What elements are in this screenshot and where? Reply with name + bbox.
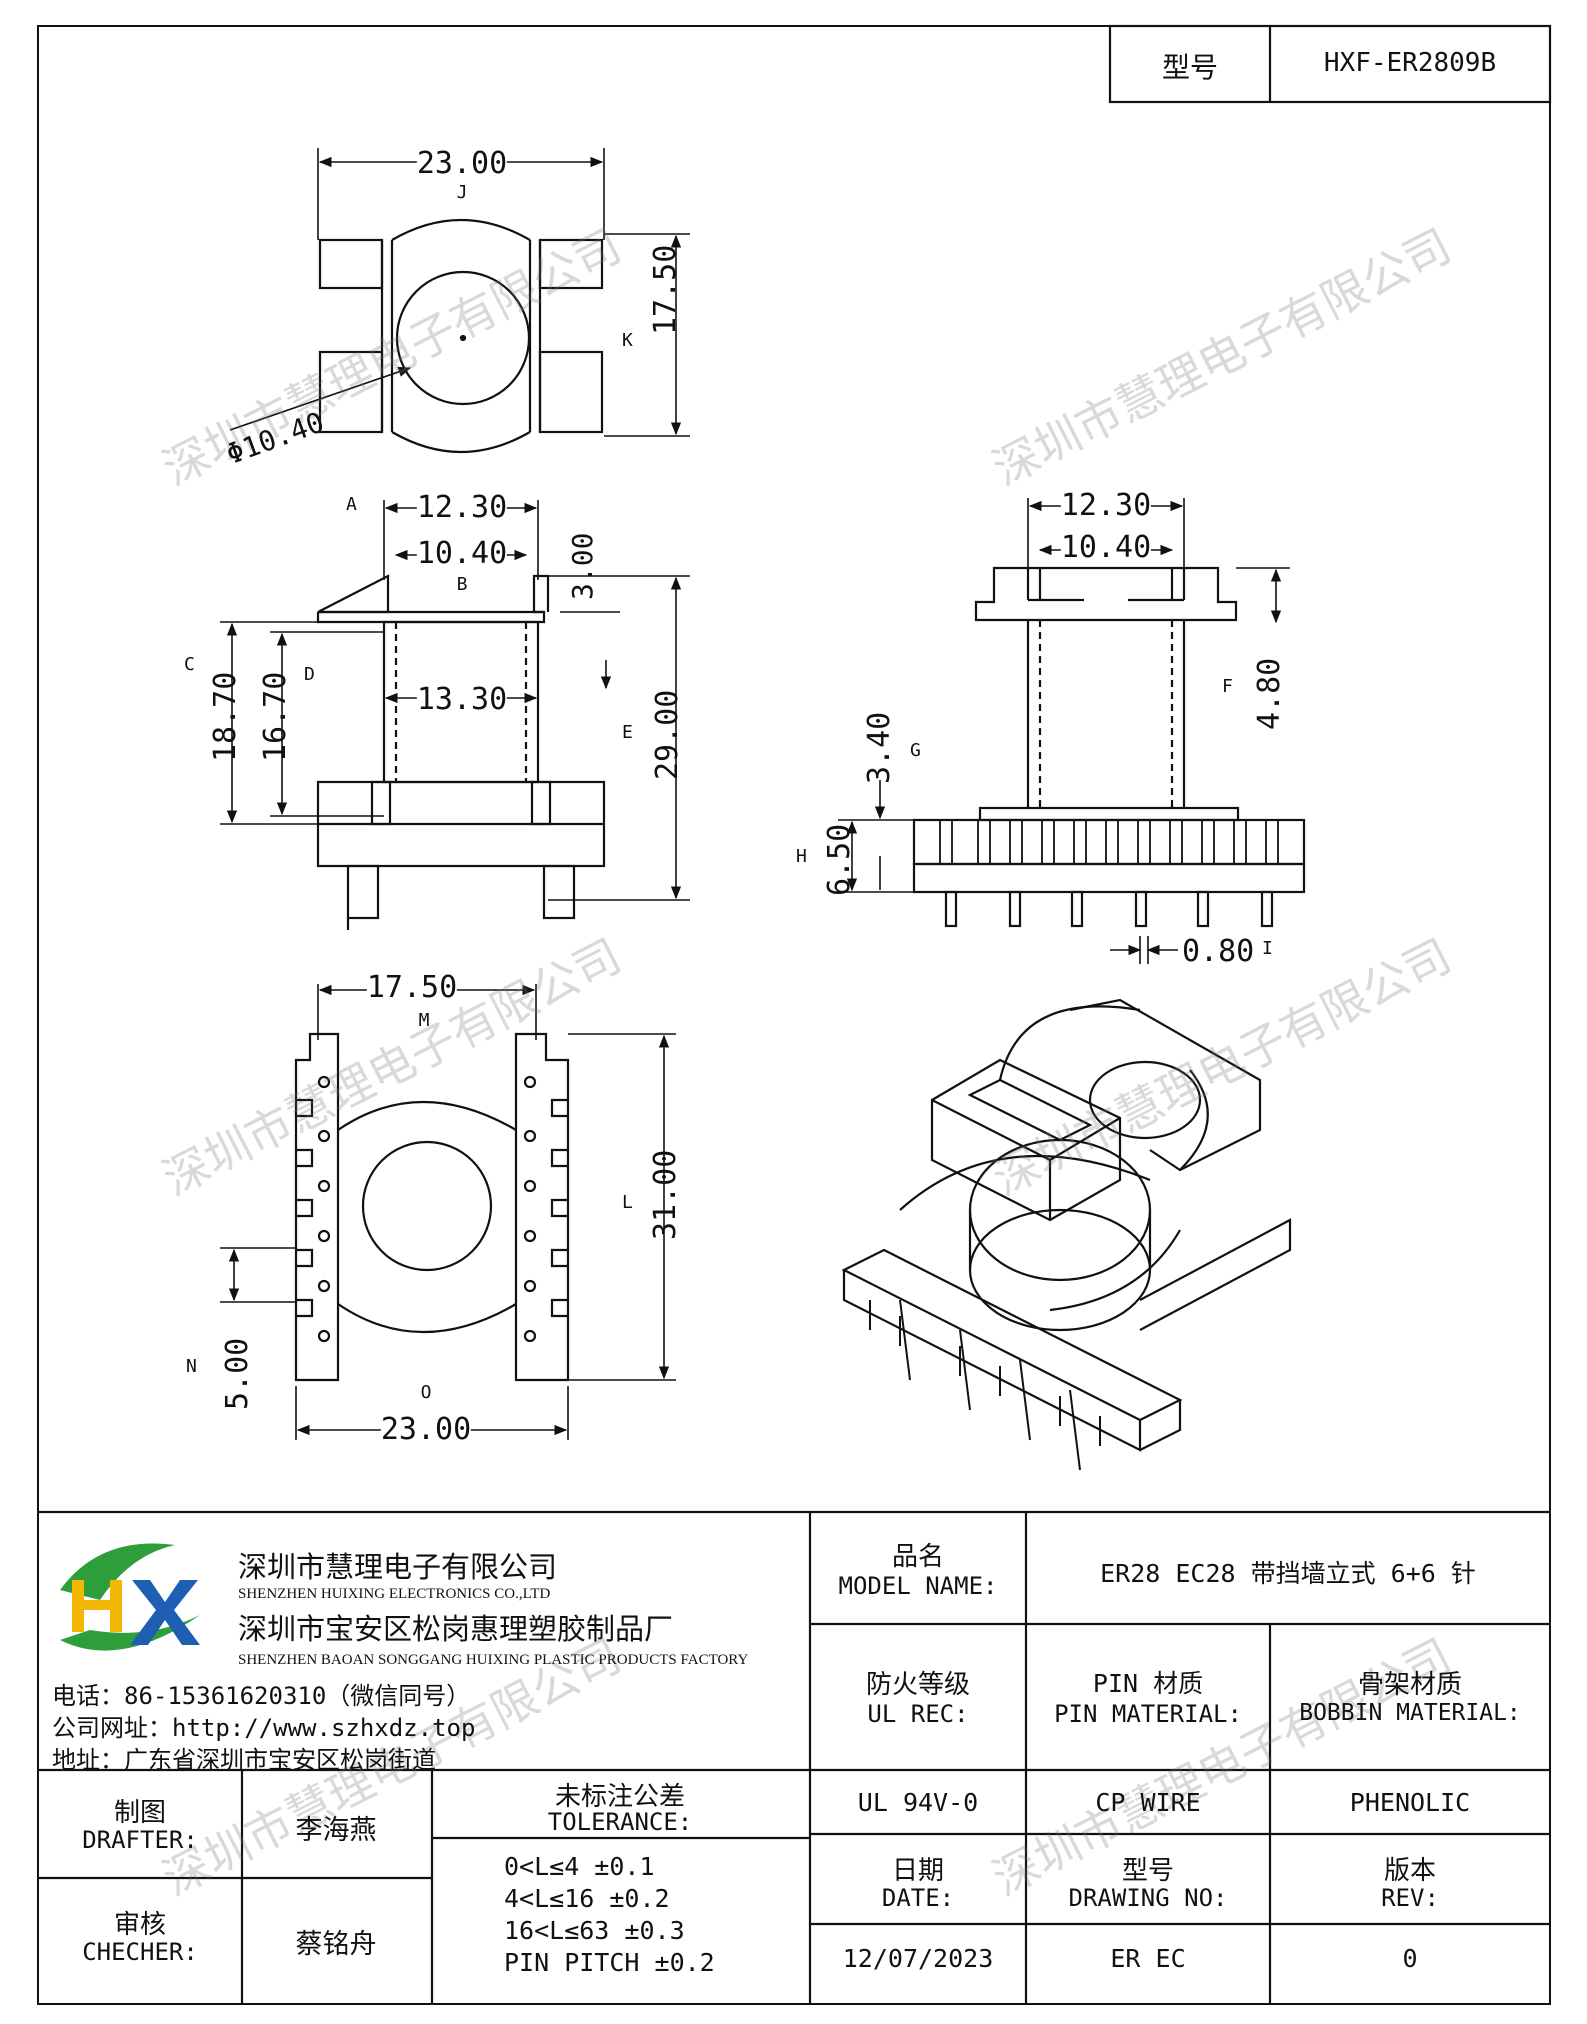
company-logo bbox=[60, 1543, 200, 1651]
drafter-name: 李海燕 bbox=[295, 1815, 377, 1846]
date-value: 12/07/2023 bbox=[842, 1944, 994, 1973]
drafter-en: DRAFTER: bbox=[82, 1826, 198, 1854]
dim-side-e: 29.00 bbox=[650, 689, 685, 780]
drawing-value: ER EC bbox=[1110, 1944, 1186, 1973]
dim-top-height: 17.50 bbox=[648, 244, 683, 335]
rev-cn: 版本 bbox=[1383, 1856, 1437, 1886]
dim-letter-o: O bbox=[420, 1382, 432, 1403]
ul-cn: 防火等级 bbox=[865, 1670, 971, 1700]
drafter-cn: 制图 bbox=[113, 1798, 167, 1828]
dim-letter-c: C bbox=[184, 654, 195, 675]
dim-front-g: 3.40 bbox=[862, 711, 897, 784]
tolerance-cn: 未标注公差 bbox=[554, 1782, 686, 1812]
page-frame bbox=[37, 25, 1551, 2005]
model-name-en: MODEL NAME: bbox=[838, 1572, 998, 1600]
dim-side-outer: 12.30 bbox=[416, 490, 508, 525]
date-en: DATE: bbox=[881, 1884, 955, 1912]
tolerance-line: 0<L≤4 ±0.1 bbox=[504, 1852, 655, 1881]
title-block-grid bbox=[38, 1510, 1550, 2004]
checker-name: 蔡铭舟 bbox=[295, 1929, 377, 1960]
tolerance-line: PIN PITCH ±0.2 bbox=[504, 1948, 715, 1977]
company-website: 公司网址：http://www.szhxdz.top bbox=[52, 1714, 476, 1742]
dim-letter-m: M bbox=[418, 1010, 430, 1031]
date-cn: 日期 bbox=[891, 1856, 945, 1886]
dim-letter-i: I bbox=[1262, 938, 1273, 959]
model-label: 型号 bbox=[1161, 51, 1219, 84]
dim-letter-k: K bbox=[622, 330, 633, 351]
company-phone: 电话：86-15361620310（微信同号） bbox=[52, 1682, 471, 1710]
company-address: 地址：广东省深圳市宝安区松岗街道 bbox=[52, 1746, 436, 1774]
tolerance-line: 16<L≤63 ±0.3 bbox=[504, 1916, 685, 1945]
header-box bbox=[1108, 24, 1552, 104]
dim-bottom-o: 23.00 bbox=[380, 1412, 472, 1447]
pin-cn: PIN 材质 bbox=[1092, 1669, 1204, 1698]
dim-letter-g: G bbox=[910, 740, 921, 761]
tolerance-en: TOLERANCE: bbox=[547, 1808, 693, 1836]
model-name-value: ER28 EC28 带挡墙立式 6+6 针 bbox=[1100, 1559, 1476, 1588]
bobbin-value: PHENOLIC bbox=[1349, 1788, 1471, 1817]
rev-value: 0 bbox=[1402, 1944, 1418, 1973]
factory-cn: 深圳市宝安区松岗惠理塑胶制品厂 bbox=[238, 1612, 674, 1646]
dim-letter-l: L bbox=[622, 1192, 633, 1213]
ul-value: UL 94V-0 bbox=[857, 1788, 979, 1817]
dim-letter-h: H bbox=[796, 846, 807, 867]
dim-side-core: 13.30 bbox=[416, 682, 508, 717]
dim-front-h: 6.50 bbox=[822, 823, 857, 896]
dim-letter-f: F bbox=[1222, 676, 1233, 697]
bobbin-en: BOBBIN MATERIAL: bbox=[1299, 1700, 1521, 1726]
logo-text: HX bbox=[72, 1520, 73, 1521]
isometric-view bbox=[841, 998, 1292, 1471]
rev-en: REV: bbox=[1381, 1884, 1439, 1912]
dim-front-i: 0.80 bbox=[1182, 934, 1255, 969]
drawing-cn: 型号 bbox=[1121, 1856, 1175, 1886]
pin-value: CP WIRE bbox=[1095, 1788, 1201, 1817]
dim-side-flange: 3.00 bbox=[566, 532, 599, 600]
checker-cn: 审核 bbox=[113, 1910, 167, 1940]
dim-side-d: 16.70 bbox=[258, 671, 293, 762]
drawing-en: DRAWING NO: bbox=[1068, 1884, 1228, 1912]
dim-side-inner: 10.40 bbox=[416, 536, 508, 571]
dim-front-outer: 12.30 bbox=[1060, 488, 1152, 523]
pin-en: PIN MATERIAL: bbox=[1054, 1700, 1242, 1728]
model-name-cn: 品名 bbox=[891, 1542, 945, 1572]
company-name-en: SHENZHEN HUIXING ELECTRONICS CO.,LTD bbox=[238, 1586, 551, 1602]
dim-front-f: 4.80 bbox=[1252, 657, 1287, 730]
factory-en: SHENZHEN BAOAN SONGGANG HUIXING PLASTIC … bbox=[238, 1652, 749, 1668]
checker-en: CHECHER: bbox=[82, 1938, 198, 1966]
dim-bottom-m: 17.50 bbox=[366, 970, 458, 1005]
company-name-cn: 深圳市慧理电子有限公司 bbox=[238, 1550, 558, 1584]
dim-front-inner: 10.40 bbox=[1060, 530, 1152, 565]
dim-top-width: 23.00 bbox=[416, 146, 508, 181]
tolerance-line: 4<L≤16 ±0.2 bbox=[504, 1884, 670, 1913]
front-view bbox=[838, 498, 1306, 964]
dim-letter-a: A bbox=[346, 494, 357, 515]
dim-bottom-n: 5.00 bbox=[220, 1337, 255, 1410]
dim-letter-d: D bbox=[304, 664, 315, 685]
dim-bottom-l: 31.00 bbox=[648, 1149, 683, 1240]
dim-letter-e: E bbox=[622, 722, 633, 743]
top-view bbox=[229, 148, 690, 453]
dim-letter-n: N bbox=[186, 1356, 197, 1377]
bobbin-cn: 骨架材质 bbox=[1357, 1670, 1463, 1700]
ul-en: UL REC: bbox=[867, 1700, 969, 1728]
dim-letter-j: J bbox=[456, 182, 468, 203]
dim-side-c: 18.70 bbox=[208, 671, 243, 762]
dim-letter-b: B bbox=[456, 574, 468, 595]
bottom-view bbox=[220, 984, 676, 1440]
model-value: HXF-ER2809B bbox=[1323, 48, 1497, 78]
